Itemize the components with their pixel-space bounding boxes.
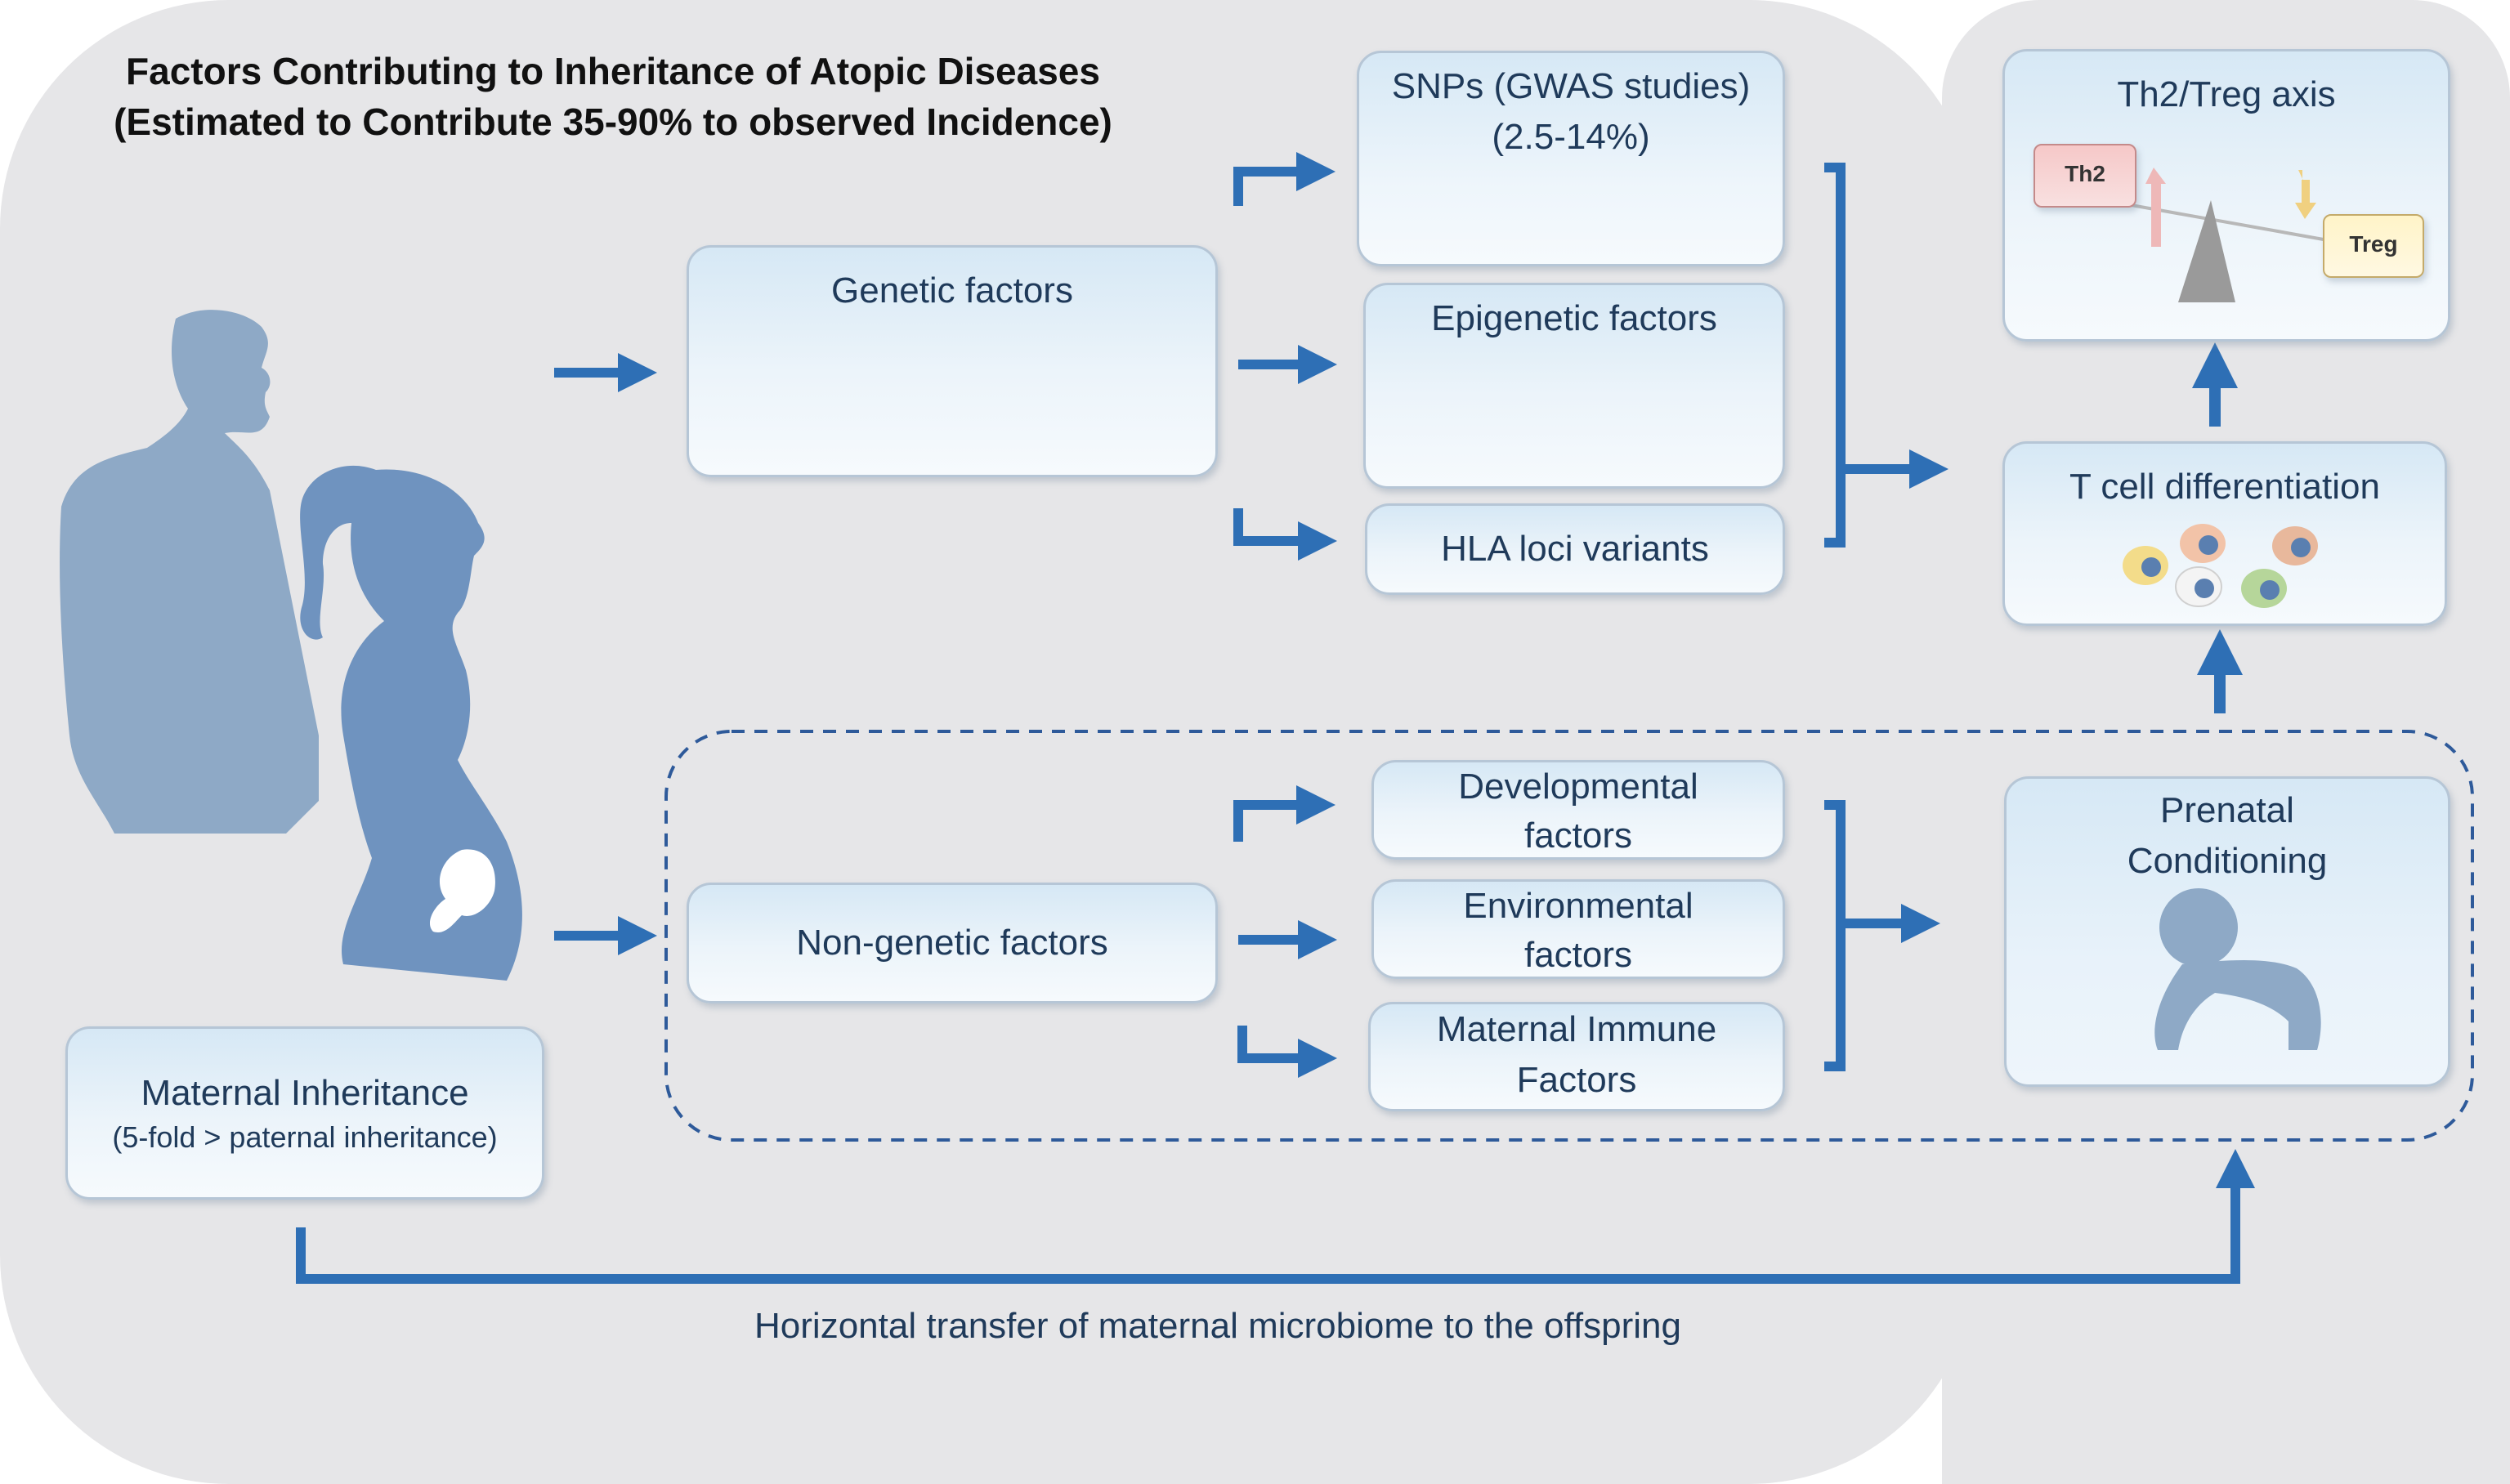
title-line-2: (Estimated to Contribute 35-90% to obser… [114, 101, 1112, 143]
genetic-connectors [554, 152, 1948, 561]
th2-label: Th2 [2065, 161, 2105, 186]
environmental-factors-box: Environmental factors [1371, 879, 1785, 979]
microbiome-transfer-caption: Horizontal transfer of maternal microbio… [754, 1306, 1681, 1346]
developmental-factors-box: Developmental factors [1371, 760, 1785, 860]
hla-loci-label: HLA loci variants [1441, 529, 1709, 569]
right-column-arrows [2192, 342, 2243, 713]
maternal-immune-label-line-2: Factors [1516, 1060, 1637, 1100]
maternal-inheritance-sublabel: (5-fold > paternal inheritance) [112, 1120, 498, 1154]
epigenetic-factors-label: Epigenetic factors [1431, 298, 1717, 338]
cells-icon [2123, 524, 2318, 608]
snps-box: SNPs (GWAS studies) (2.5-14%) [1357, 51, 1785, 266]
snps-label-line-1: SNPs (GWAS studies) [1391, 66, 1751, 106]
treg-chip: Treg [2323, 214, 2424, 278]
genetic-factors-label: Genetic factors [831, 270, 1073, 311]
treg-label: Treg [2349, 231, 2398, 257]
diagram-title: Factors Contributing to Inheritance of A… [49, 46, 1177, 147]
pregnant-woman-silhouette-icon [300, 465, 522, 981]
maternal-inheritance-box: Maternal Inheritance (5-fold > paternal … [65, 1026, 544, 1200]
baby-crawling-icon [2154, 888, 2321, 1050]
th2-chip: Th2 [2034, 144, 2136, 208]
non-genetic-connectors [554, 785, 1940, 1078]
environmental-label-line-1: Environmental [1463, 886, 1693, 926]
non-genetic-factors-label: Non-genetic factors [796, 923, 1108, 963]
prenatal-label-line-1: Prenatal [2160, 790, 2294, 830]
t-cell-differentiation-box: T cell differentiation [2002, 441, 2447, 626]
microbiome-transfer-arrow [296, 1149, 2255, 1284]
hla-loci-box: HLA loci variants [1365, 503, 1785, 595]
t-cell-differentiation-label: T cell differentiation [2069, 467, 2380, 507]
man-silhouette-icon [60, 310, 319, 834]
maternal-inheritance-label: Maternal Inheritance [141, 1073, 469, 1113]
non-genetic-dashed-frame [664, 730, 2474, 1142]
developmental-label-line-2: factors [1523, 816, 1633, 856]
developmental-label-line-1: Developmental [1458, 767, 1698, 807]
th2-treg-axis-label: Th2/Treg axis [2117, 74, 2336, 114]
genetic-factors-box: Genetic factors [687, 245, 1218, 477]
environmental-label-line-2: factors [1523, 935, 1633, 975]
title-line-1: Factors Contributing to Inheritance of A… [126, 50, 1100, 92]
epigenetic-factors-box: Epigenetic factors [1363, 283, 1785, 489]
maternal-immune-factors-box: Maternal Immune Factors [1368, 1002, 1785, 1111]
prenatal-label-line-2: Conditioning [2127, 841, 2328, 881]
non-genetic-factors-box: Non-genetic factors [687, 883, 1218, 1003]
snps-label-line-2: (2.5-14%) [1492, 117, 1650, 157]
maternal-immune-label-line-1: Maternal Immune [1436, 1009, 1717, 1049]
